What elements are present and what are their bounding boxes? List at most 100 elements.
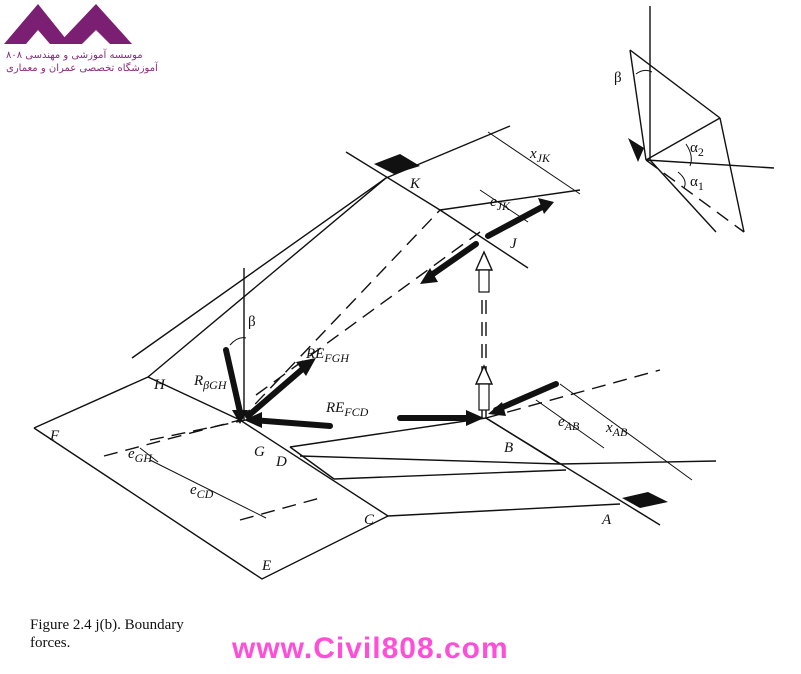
logo-line-1: موسسه آموزشی و مهندسی ۸۰۸ <box>6 50 143 61</box>
edge-D-down <box>289 446 335 480</box>
inset-mid-edge <box>645 117 721 161</box>
inset-beta-arc <box>635 69 653 75</box>
edge-K-top <box>345 151 441 211</box>
caption-line-2: forces. <box>30 635 71 651</box>
label-RE-FCD-main: RE <box>325 400 344 416</box>
support-A-icon <box>622 492 668 508</box>
label-alpha-1-main: α <box>690 174 698 190</box>
force-RE-FCD-left <box>249 417 333 429</box>
label-e-JK: eJK <box>490 194 511 213</box>
edge-H-K-left <box>131 177 387 359</box>
edge-upper-right <box>439 189 581 211</box>
dim-eCD-line <box>149 459 267 519</box>
dim-xAB-line <box>559 383 693 481</box>
force-RE-FGH-arrow-icon <box>296 358 316 376</box>
label-C: C <box>364 512 375 528</box>
inset-alpha1-arc <box>677 171 686 189</box>
dim-xJK-line <box>487 131 581 195</box>
label-alpha-2: α2 <box>690 140 704 159</box>
force-B-arrow-icon <box>488 402 506 416</box>
label-F: F <box>49 428 60 444</box>
label-RE-FGH-main: RE <box>305 346 324 362</box>
dim-guide-GH-2 <box>149 419 247 441</box>
edge-G-C <box>239 419 389 517</box>
force-J-lower <box>427 241 479 279</box>
label-e-JK-main: e <box>490 194 497 210</box>
label-alpha-2-main: α <box>690 140 698 156</box>
label-G: G <box>254 444 265 460</box>
label-e-CD-main: e <box>190 482 197 498</box>
label-R-sub: βGH <box>202 378 228 392</box>
dim-guide-CD <box>239 497 321 521</box>
force-RE-FCD-right-arrow-icon <box>466 410 484 426</box>
hollow-arrow-B-icon <box>474 364 494 385</box>
edge-inner-lower <box>333 469 567 480</box>
label-e-AB: eAB <box>558 414 580 433</box>
edge-D-B-inner <box>299 455 561 465</box>
label-x-JK: xJK <box>529 146 551 165</box>
watermark-url: www.Civil808.com <box>232 632 509 665</box>
label-inset-beta: β <box>614 70 622 86</box>
label-R-main: R <box>193 373 203 389</box>
label-alpha-1: α1 <box>690 174 704 193</box>
beta-arc <box>229 337 247 346</box>
label-D: D <box>275 454 287 470</box>
inset-lower-edge <box>649 159 717 233</box>
caption-line-1: Figure 2.4 j(b). Boundary <box>30 617 184 633</box>
inset-angle-diagram <box>628 6 775 233</box>
label-K: K <box>409 176 421 192</box>
force-RE-FCD-left-arrow-icon <box>244 412 262 428</box>
label-e-AB-main: e <box>558 414 565 430</box>
label-E: E <box>261 558 271 574</box>
force-J-upper <box>485 203 547 239</box>
inset-dashed-edge <box>645 159 745 233</box>
edge-C-A <box>387 503 621 517</box>
dim-eAB-line <box>535 399 605 449</box>
force-RE-FGH <box>245 363 309 419</box>
hollow-arrow-J-shaft <box>478 269 490 293</box>
inset-right-edge <box>719 117 745 233</box>
label-e-AB-sub: AB <box>564 419 580 433</box>
label-e-GH: eGH <box>128 446 153 465</box>
label-RE-FCD: REFCD <box>325 400 369 419</box>
label-x-JK-main: x <box>529 146 537 162</box>
force-R-arrow-icon <box>232 410 248 424</box>
label-e-JK-sub: JK <box>497 199 511 213</box>
inset-support-icon <box>628 138 644 162</box>
label-e-CD: eCD <box>190 482 214 501</box>
edge-J-side <box>439 209 529 269</box>
edge-A-right <box>559 460 717 465</box>
label-x-AB-sub: AB <box>612 425 628 439</box>
dashed-H-J <box>255 231 481 396</box>
hollow-arrow-J-icon <box>474 250 494 271</box>
dashed-G-K <box>239 209 441 421</box>
label-RE-FGH-sub: FGH <box>323 351 350 365</box>
logo-line-2: آموزشگاه تخصصی عمران و معماری <box>6 63 158 74</box>
label-alpha-2-sub: 2 <box>698 145 704 159</box>
logo: موسسه آموزشی و مهندسی ۸۰۸ آموزشگاه تخصصی… <box>0 0 160 80</box>
label-RE-FGH: REFGH <box>305 346 350 365</box>
label-H: H <box>153 377 166 393</box>
label-e-CD-sub: CD <box>197 487 214 501</box>
logo-mark-icon <box>4 4 132 44</box>
hollow-arrow-B-shaft <box>478 383 490 411</box>
force-R-beta-GH <box>223 347 243 415</box>
label-x-AB-main: x <box>605 420 613 436</box>
edge-F-E-C <box>33 427 389 580</box>
force-B-incline <box>493 381 559 413</box>
force-J-lower-arrow-icon <box>420 268 438 284</box>
label-alpha-1-sub: 1 <box>698 179 704 193</box>
label-R-beta-GH: RβGH <box>193 373 228 392</box>
force-J-upper-arrow-icon <box>538 198 554 214</box>
support-K-icon <box>374 154 420 174</box>
edge-B-inner <box>485 417 561 465</box>
figure-caption: Figure 2.4 j(b). Boundary forces. <box>30 616 230 652</box>
inset-horizontal <box>645 159 775 169</box>
label-e-GH-sub: GH <box>135 451 154 465</box>
label-A: A <box>601 512 612 528</box>
inset-top-edge <box>629 49 721 119</box>
label-beta: β <box>248 314 256 330</box>
label-B: B <box>504 440 513 456</box>
label-x-JK-sub: JK <box>537 151 551 165</box>
